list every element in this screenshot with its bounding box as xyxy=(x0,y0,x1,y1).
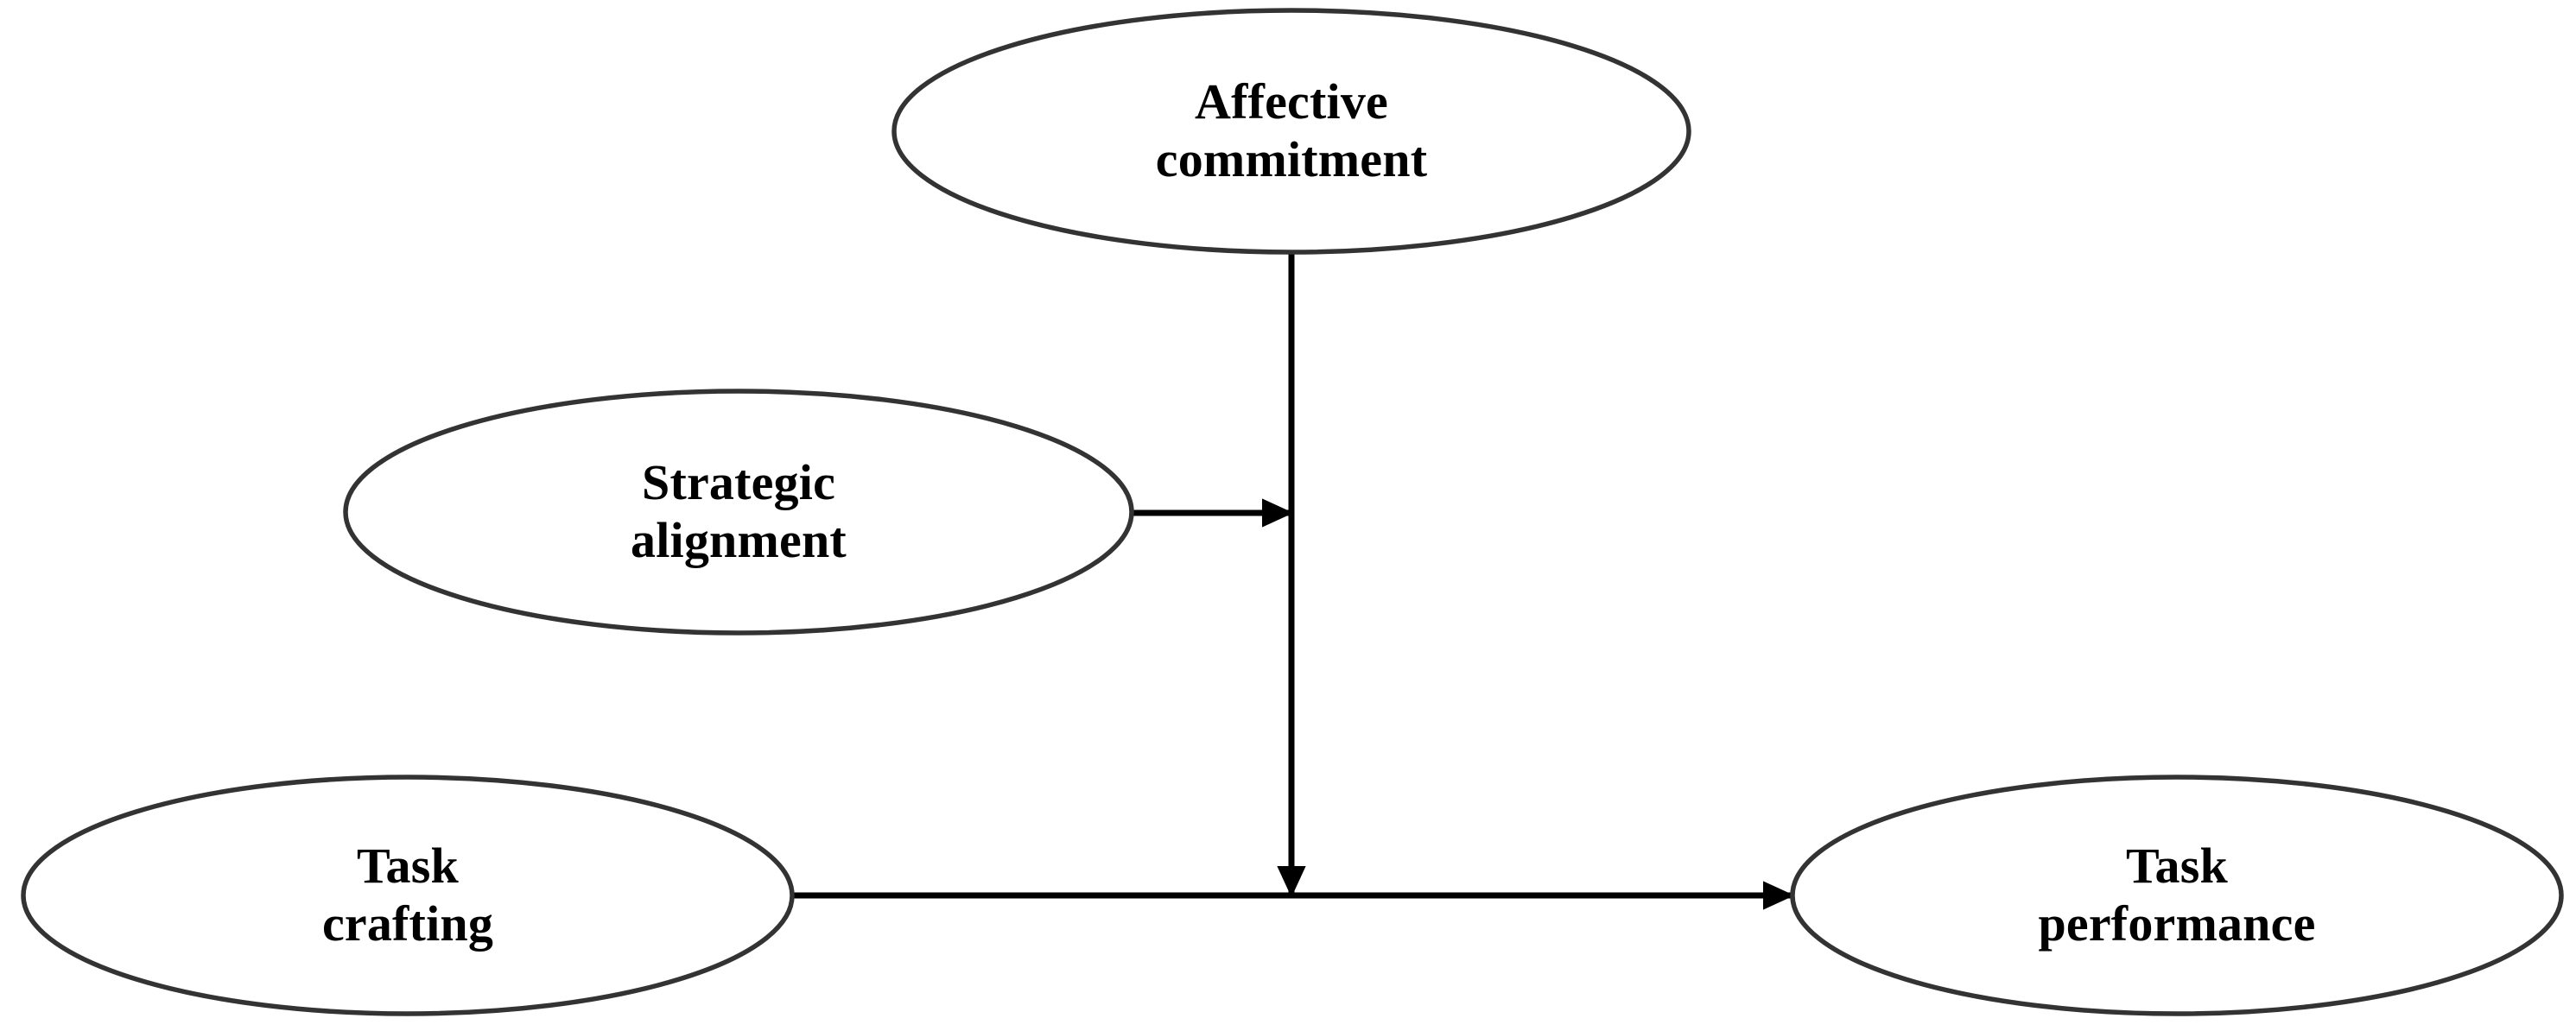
node-ellipse-affective-commitment[interactable] xyxy=(891,8,1691,255)
node-ellipse-task-crafting[interactable] xyxy=(21,775,795,1016)
node-ellipse-task-performance[interactable] xyxy=(1790,775,2564,1016)
node-ellipse-strategic-alignment[interactable] xyxy=(343,389,1134,636)
